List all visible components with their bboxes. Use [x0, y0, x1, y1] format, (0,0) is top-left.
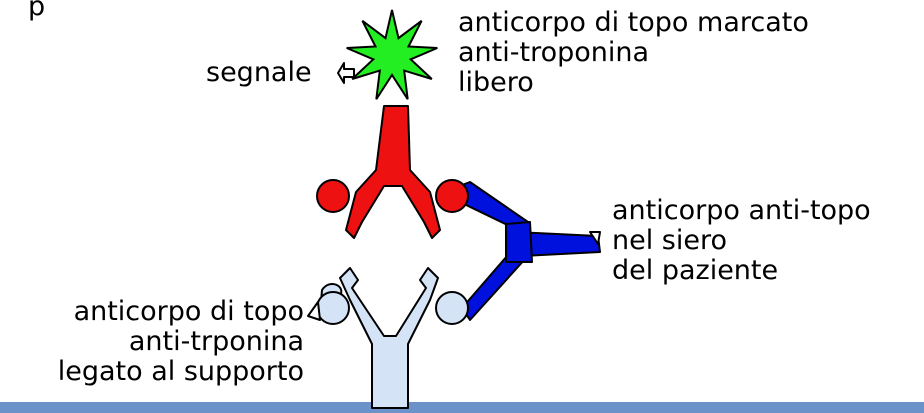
anti-mouse-line-3: del paziente [612, 256, 871, 286]
anti-mouse-line-2: nel siero [612, 226, 871, 256]
signal-pointer [338, 63, 354, 83]
solid-support [0, 402, 924, 413]
bound-antibody-shape [317, 268, 468, 408]
top-left-fragment: p [28, 0, 45, 22]
labeled-antibody-line-2: anti-troponina [458, 38, 809, 68]
signal-star-icon [347, 10, 438, 99]
signal-label: segnale [206, 58, 312, 88]
labeled-antibody-line-1: anticorpo di topo marcato [458, 8, 809, 38]
anti-mouse-antibody-label: anticorpo anti-topo nel siero del pazien… [612, 196, 871, 286]
bound-antibody-line-2: anti-trponina [58, 327, 304, 357]
bound-pointer [308, 302, 320, 320]
labeled-antibody-shape [317, 106, 468, 238]
bound-antibody-label: anticorpo di topo anti-trponina legato a… [58, 297, 304, 387]
bound-antibody-line-1: anticorpo di topo [58, 297, 304, 327]
bound-antibody-line-3: legato al supporto [58, 357, 304, 387]
anti-mouse-antibody-shape [462, 182, 600, 320]
anti-mouse-line-1: anticorpo anti-topo [612, 196, 871, 226]
labeled-antibody-line-3: libero [458, 68, 809, 98]
labeled-antibody-label: anticorpo di topo marcato anti-troponina… [458, 8, 809, 98]
